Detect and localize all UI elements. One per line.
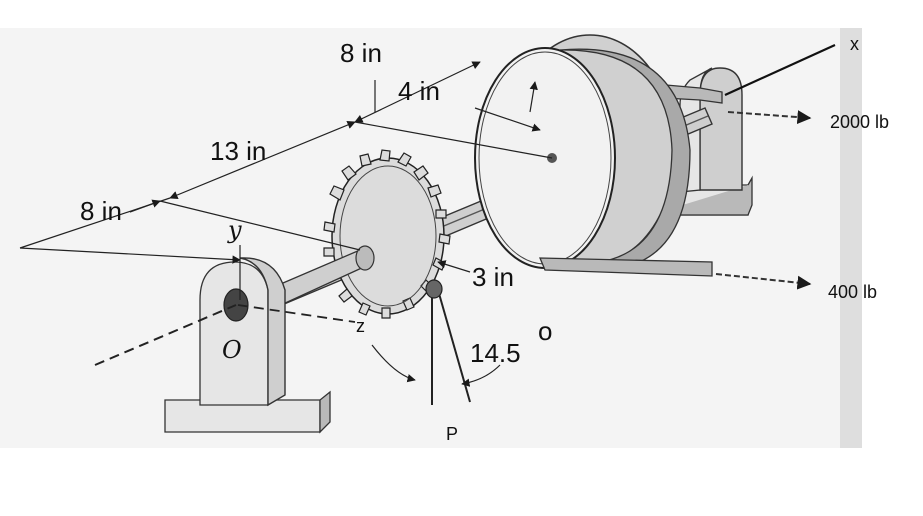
label-axis-x: x xyxy=(850,34,859,54)
label-force-p: P xyxy=(446,424,458,444)
dimension-lines xyxy=(19,61,553,273)
label-13in: 13 in xyxy=(210,136,266,166)
force-p-line xyxy=(371,279,501,405)
label-axis-y: y xyxy=(227,216,242,244)
label-force-2000: 2000 lb xyxy=(830,112,889,132)
left-bearing-support xyxy=(164,257,331,434)
label-angle-degree: o xyxy=(538,316,552,346)
scan-edge xyxy=(840,28,862,448)
label-3in: 3 in xyxy=(472,262,514,292)
spur-gear xyxy=(323,149,451,319)
label-axis-z: z xyxy=(356,316,365,336)
gear-hub xyxy=(355,245,375,271)
label-4in: 4 in xyxy=(398,76,440,106)
tension-arrows xyxy=(715,110,812,290)
label-8in-top: 8 in xyxy=(340,38,382,68)
belt-lower xyxy=(539,257,713,277)
coordinate-axes xyxy=(94,43,836,366)
label-force-400: 400 lb xyxy=(828,282,877,302)
label-angle: 14.5 xyxy=(470,338,521,368)
pulley xyxy=(474,34,691,269)
label-origin: O xyxy=(222,336,242,364)
label-8in-left: 8 in xyxy=(80,196,122,226)
